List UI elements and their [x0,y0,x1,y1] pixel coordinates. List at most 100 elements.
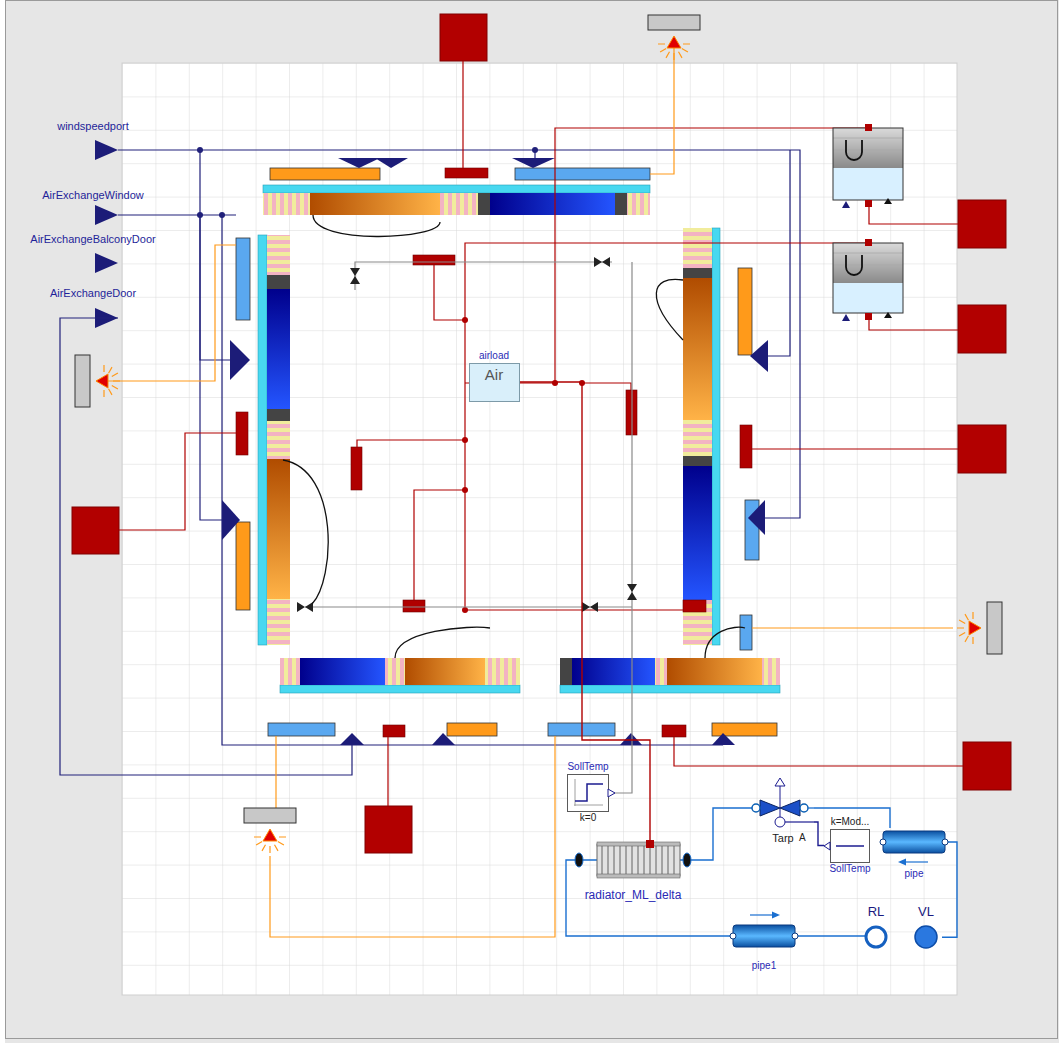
pipe-component: pipe [880,828,948,881]
heat-junction [462,437,468,443]
wall-left [267,459,290,599]
external-heat-port [72,507,119,554]
control-signal [814,822,824,846]
wall-bottom-right [560,658,780,693]
wall-bottom-left [300,658,385,685]
floor-ceiling-element [833,239,903,321]
window-link-curve [283,215,745,658]
wind-input-triangle [340,733,364,745]
radiation-wire [270,736,555,937]
external-heat-port [963,742,1011,790]
component-name: Tarp [772,832,793,846]
port-stub [808,807,814,808]
pipe-component: pipe1 [730,908,798,973]
heat-junction [552,380,558,386]
sun-icon [96,374,108,388]
flow-arrowhead [772,912,780,919]
heat-junction [462,317,468,323]
wall-top [263,185,650,193]
output-port [608,789,615,797]
external-heat-port [365,806,412,853]
fluid-connection [798,935,866,936]
heat-wire [869,207,958,224]
wall-top [310,193,440,215]
sun-icon [957,602,1002,654]
wall-top [263,185,650,215]
actuator-stub [785,821,814,822]
floor-ceiling-element [833,168,903,200]
floor-ceiling-element [884,198,892,204]
floor-ceiling-element [833,128,903,200]
window-port [740,615,752,650]
solar-port [712,723,777,736]
heat-port [383,725,405,737]
wind-input-triangle [432,733,455,745]
air-flow-symbol [627,584,637,600]
radiator-manifold [597,874,680,878]
port-label: windspeedport [57,120,129,134]
air-flow-symbol [594,257,610,267]
component-name: VL [918,904,934,920]
sun-icon [658,44,690,60]
flow-arrow [750,914,774,915]
solar-port [447,723,497,736]
fluid-port [752,804,760,812]
heat-wire [414,490,465,600]
fluid-port [730,933,736,939]
heat-wire [869,320,958,330]
wall-left [267,421,290,459]
canvas-background [122,63,957,995]
heat-wire [119,433,236,530]
radiation-wire [108,48,953,937]
input-port: AirExchangeWindow [20,189,166,203]
signal-junction [197,147,203,153]
wall-bottom-right [560,658,572,685]
fluid-port [800,804,808,812]
flow-arrowhead [898,859,906,866]
floor-ceiling-element [833,283,903,313]
radiation-wire [108,245,236,381]
air-flow-wire [614,262,632,793]
heat-wire [465,243,865,610]
external-heat-port [72,14,1011,853]
wind-input-triangle [375,158,408,168]
wall-bottom-left [280,658,300,685]
floor-ceiling-element [833,243,903,313]
wall-right [683,456,712,466]
floor-ceiling-element [833,253,903,265]
fluid-port [683,853,691,867]
heat-connection [520,382,651,840]
window-port [268,723,335,736]
wall-bottom-left [405,658,485,685]
wind-input-triangle [222,500,240,540]
input-port-triangle [95,205,118,225]
wall-right [683,228,720,645]
wall-left [258,235,290,645]
floor-ceiling-element [833,124,903,208]
wall-bottom-right [667,658,762,685]
block-frame [568,774,609,811]
wall-top [490,193,615,215]
wall-bottom-left [280,685,520,693]
heat-wire [387,737,388,806]
heat-port [646,840,654,848]
input-port: windspeedport [20,120,166,134]
step-symbol [556,774,620,812]
pipe-body [883,831,945,853]
signal-wire [222,215,723,745]
sun-icon [987,602,1002,654]
radiator-manifold [597,842,680,846]
wind-input-triangle [230,340,250,380]
signal-wire [60,318,352,775]
canvas-background [6,1,1058,1039]
component-name: radiator_ML_delta [585,888,682,903]
floor-ceiling-element [833,124,903,321]
wind-input-triangle [712,733,735,745]
sun-icon [254,837,286,853]
wall-left [267,409,290,421]
wind-input-triangle [338,158,380,168]
floor-ceiling-element [833,138,903,150]
component-name: RL [868,904,885,920]
